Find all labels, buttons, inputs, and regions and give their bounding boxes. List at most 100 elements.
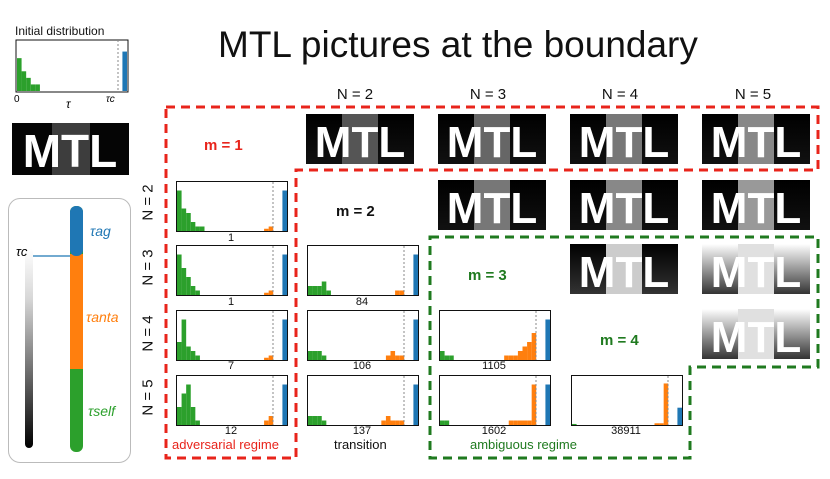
mtl-tile-letters: MTL [711, 118, 801, 164]
histogram-panel [176, 375, 288, 426]
histogram-bar-orange [395, 355, 400, 360]
histogram-bar-orange [522, 346, 528, 360]
mtl-tile: MTL [702, 180, 810, 230]
mtl-tile-letters: MTL [447, 184, 537, 230]
count-n4-m3: 1105 [482, 360, 506, 372]
histogram-bar-green [317, 416, 322, 425]
tau-ag-label: τag [90, 223, 111, 239]
adversarial-regime-label: adversarial regime [172, 437, 279, 452]
histogram-bar-green [321, 420, 327, 425]
mtl-tile-letters: MTL [579, 118, 669, 164]
count-n5-m4: 38911 [611, 425, 641, 437]
histogram-bar-green [177, 190, 182, 231]
mtl-tile: MTL [570, 180, 678, 230]
histogram-bar-orange [268, 355, 274, 360]
m4-label: m = 4 [600, 332, 639, 349]
histogram-bar-blue [545, 384, 550, 425]
histogram-bar-orange [264, 420, 269, 425]
histogram-panel [439, 310, 551, 361]
transition-label: transition [334, 437, 387, 452]
histogram-bar-orange [395, 420, 400, 425]
histogram-bar-green [195, 226, 200, 231]
histogram-bar-green [195, 290, 200, 295]
histogram-bar-green [186, 213, 191, 231]
histogram-bar-orange [513, 355, 518, 360]
histogram-bar-orange [663, 383, 669, 425]
histogram-bar-green [572, 423, 577, 425]
histogram-bar-blue [545, 319, 550, 360]
initial-distribution-label: Initial distribution [15, 24, 105, 38]
histogram-bar-green [190, 222, 196, 231]
mtl-tile: MTL [438, 114, 546, 164]
count-n3-m1: 1 [227, 296, 235, 308]
histogram-bar-green [181, 208, 187, 231]
adversarial-boundary [164, 105, 820, 460]
histogram-bar-orange [517, 351, 523, 360]
histogram-bar-orange [508, 420, 514, 425]
mtl-tile: MTL [570, 114, 678, 164]
page-title: MTL pictures at the boundary [218, 24, 698, 65]
histogram-bar-green [308, 286, 313, 295]
histogram-bar-orange [264, 357, 269, 360]
mtl-tile-letters: MTL [711, 184, 801, 230]
histogram-bar-orange [531, 384, 537, 425]
histogram-bar-green [181, 268, 187, 295]
column-header-n3: N = 3 [469, 86, 507, 103]
histogram-bar-orange [390, 351, 396, 360]
histogram-panel [439, 375, 551, 426]
histogram-bar-blue [413, 319, 418, 360]
histogram-bar-green [190, 286, 196, 295]
histogram-bar-blue [282, 190, 287, 231]
histogram-bar-green [199, 226, 205, 231]
histogram-bar-green [312, 351, 318, 360]
mtl-reference-image: MTL [12, 123, 129, 175]
histogram-panel [176, 181, 288, 232]
count-n4-m2: 106 [352, 360, 372, 372]
mtl-tile: MTL [570, 244, 678, 294]
count-n5-m2: 137 [352, 425, 372, 437]
histogram-bar-green [308, 416, 313, 425]
histogram-bar-green [312, 286, 318, 295]
histogram-panel [571, 375, 683, 426]
histogram-bar-orange [381, 420, 386, 425]
tau-anta-label: τanta [86, 309, 119, 325]
histogram-bar-orange [654, 423, 660, 425]
mtl-tile-letters: MTL [579, 248, 669, 294]
histogram-bar-green [186, 384, 191, 425]
histogram-bar-orange [517, 420, 523, 425]
column-header-n5: N = 5 [734, 86, 772, 103]
ambiguous-boundary [428, 235, 820, 460]
histogram-panel [307, 375, 419, 426]
zero-tick: 0 [14, 94, 20, 105]
histogram-bar-orange [399, 290, 405, 295]
histogram-bar-green [17, 58, 22, 91]
histogram-bar-orange [527, 342, 532, 360]
histogram-bar-green [195, 355, 200, 360]
column-header-n4: N = 4 [601, 86, 639, 103]
histogram-panel [307, 310, 419, 361]
histogram-bar-orange [390, 420, 396, 425]
histogram-bar-green [177, 407, 182, 425]
histogram-bar-green [444, 420, 450, 425]
count-n5-m1: 12 [224, 425, 238, 437]
histogram-bar-blue [122, 51, 127, 91]
histogram-bar-green [440, 420, 445, 425]
histogram-bar-orange [268, 226, 274, 231]
m2-label: m = 2 [336, 203, 375, 220]
mtl-tile: MTL [702, 309, 810, 359]
histogram-panel [307, 245, 419, 296]
histogram-bar-green [26, 77, 31, 91]
histogram-bar-green [35, 84, 40, 91]
count-n5-m3: 1602 [481, 425, 507, 437]
count-n2-m1: 1 [227, 232, 235, 244]
tau-colorbar: τc τag τanta τself [16, 206, 119, 452]
histogram-bar-green [21, 71, 27, 91]
histogram-bar-green [321, 281, 327, 295]
mtl-tile: MTL [306, 114, 414, 164]
column-header-n2: N = 2 [336, 86, 374, 103]
histogram-bar-orange [385, 416, 391, 425]
histogram-bar-orange [508, 355, 514, 360]
histogram-bar-orange [395, 290, 400, 295]
ambiguous-regime-label: ambiguous regime [470, 437, 577, 452]
histogram-bar-blue [413, 254, 418, 295]
